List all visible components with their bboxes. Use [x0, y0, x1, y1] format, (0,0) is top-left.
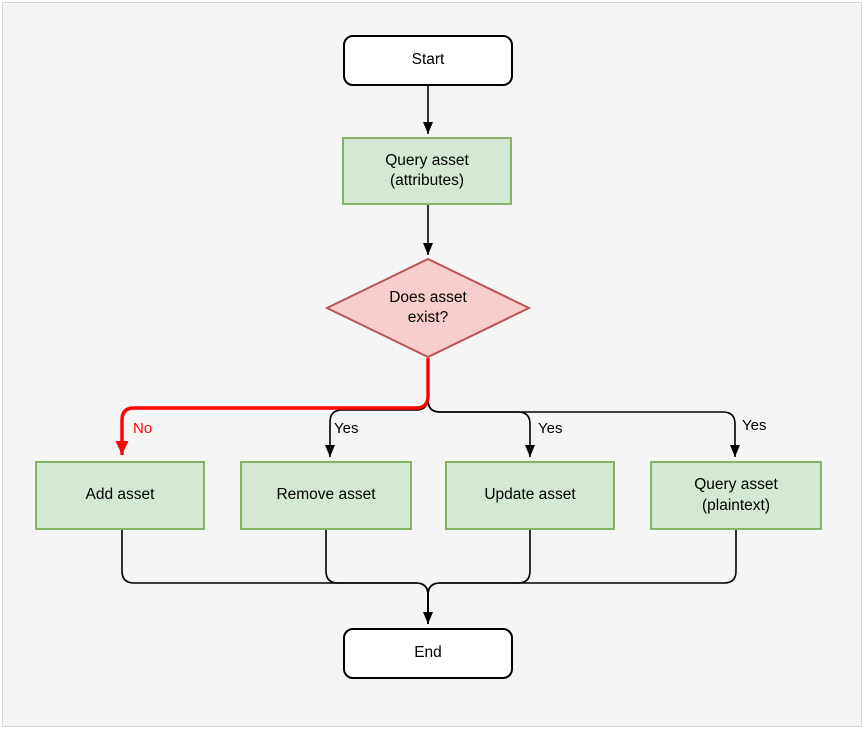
edge-query-plaintext-to-end [427, 530, 737, 624]
edge-remove-asset-to-end [325, 530, 429, 624]
node-end: End [343, 628, 513, 679]
node-does-asset-exist-label: Does asset exist? [389, 288, 467, 326]
edge-decision-to-add-asset-highlighted [115, 358, 430, 455]
edge-decision-to-query-plaintext [427, 358, 740, 457]
node-does-asset-exist: Does asset exist? [327, 259, 529, 357]
node-query-asset-attributes: Query asset (attributes) [342, 137, 512, 205]
node-query-asset-attributes-label: Query asset (attributes) [385, 151, 469, 189]
node-query-asset-plaintext-label: Query asset (plaintext) [694, 476, 778, 514]
edge-label-yes-update: Yes [538, 420, 563, 437]
node-start-label: Start [411, 51, 445, 69]
node-start: Start [343, 35, 513, 86]
node-add-asset-label: Add asset [85, 486, 155, 504]
edge-update-asset-to-end [427, 530, 531, 624]
edge-label-yes-plaintext: Yes [742, 417, 767, 434]
edge-label-yes-remove: Yes [334, 420, 359, 437]
node-update-asset-label: Update asset [484, 486, 576, 504]
node-remove-asset: Remove asset [240, 461, 412, 530]
edge-decision-to-update-asset [427, 358, 535, 457]
node-update-asset: Update asset [445, 461, 615, 530]
node-query-asset-plaintext: Query asset (plaintext) [650, 461, 822, 530]
node-add-asset: Add asset [35, 461, 205, 530]
decision-diamond-shape [324, 257, 532, 359]
node-remove-asset-label: Remove asset [276, 486, 376, 504]
edge-label-no: No [133, 420, 153, 437]
edge-add-asset-to-end [121, 530, 433, 624]
node-end-label: End [414, 644, 442, 662]
